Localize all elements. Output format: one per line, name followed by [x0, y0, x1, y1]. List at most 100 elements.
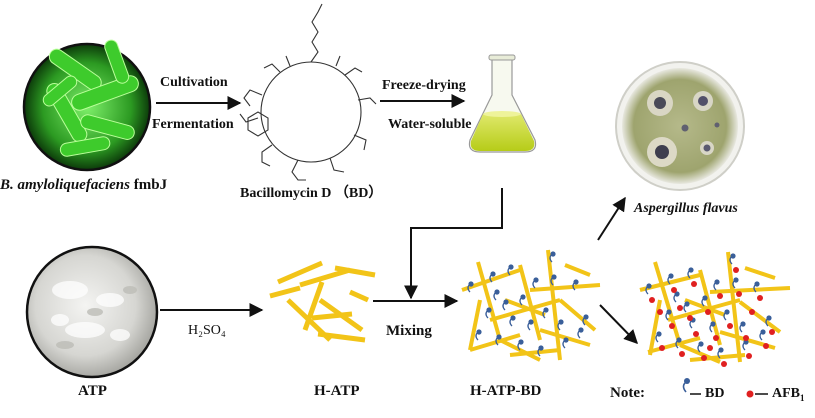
- afb1-network-rod: [709, 286, 791, 294]
- bd-molecule-head: [698, 341, 704, 347]
- label-cultivation: Cultivation: [160, 75, 228, 90]
- bd-molecule-head: [490, 271, 496, 277]
- afb1-molecule: [757, 295, 763, 301]
- h-atp-rod: [348, 289, 370, 303]
- afb1-network-rod: [689, 353, 746, 362]
- legend-bd-label: BD: [705, 386, 725, 401]
- label-acid: H₂SO₄: [188, 323, 226, 338]
- bd-molecule-head: [710, 321, 716, 327]
- legend-afb1-icon: [746, 390, 768, 398]
- h-atp-rod: [299, 267, 351, 288]
- afb1-molecule: [749, 309, 755, 315]
- afb1-network-rod: [684, 298, 726, 317]
- bd-molecule-head: [508, 264, 514, 270]
- label-h-atp-bd: H-ATP-BD: [470, 383, 542, 399]
- h-atp-bd-rod: [489, 298, 561, 322]
- h-atp-rod: [311, 311, 353, 321]
- bd-molecule-head: [668, 273, 674, 279]
- label-bacillomycin: Bacillomycin D （BD）: [240, 186, 383, 201]
- h-atp-bd-rod: [558, 298, 597, 332]
- bd-molecule-head: [510, 315, 516, 321]
- bd-molecule-head: [766, 315, 772, 321]
- afb1-molecule: [691, 281, 697, 287]
- bd-molecule-head: [718, 347, 724, 353]
- afb1-molecule: [687, 315, 693, 321]
- afb1-molecule: [705, 309, 711, 315]
- h-atp-rods: [269, 260, 376, 343]
- bd-molecule-head: [563, 337, 569, 343]
- bacteria-image: [22, 39, 152, 172]
- bd-molecule-head: [760, 329, 766, 335]
- h-atp-bd-rod: [509, 348, 561, 357]
- label-atp: ATP: [78, 383, 107, 399]
- bd-molecule-head: [573, 279, 579, 285]
- bd-molecule-head: [520, 294, 526, 300]
- afb1-molecule: [693, 331, 699, 337]
- label-h-atp: H-ATP: [314, 383, 360, 399]
- afb1-molecule: [657, 309, 663, 315]
- bd-molecule-head: [528, 319, 534, 325]
- h-atp-bd-network: [461, 249, 601, 362]
- bd-molecule-head: [558, 319, 564, 325]
- afb1-bound-network: [639, 251, 791, 367]
- afb1-molecule: [701, 355, 707, 361]
- afb1-network-rod: [653, 261, 682, 346]
- afb1-molecule: [746, 353, 752, 359]
- bd-molecule-head: [656, 331, 662, 337]
- bd-molecule-head: [503, 299, 509, 305]
- afb1-molecule: [736, 291, 742, 297]
- bd-molecule-head: [730, 253, 736, 259]
- bd-molecule-head: [551, 274, 557, 280]
- bd-molecule-head: [550, 251, 556, 257]
- afb1-network-rod: [744, 266, 776, 280]
- label-bacterium-species: B. amyloliquefaciens: [0, 177, 130, 193]
- bd-molecule-head: [724, 309, 730, 315]
- petri-dish-image: [615, 61, 745, 191]
- afb1-network-rod: [667, 298, 741, 322]
- afb1-molecule: [677, 305, 683, 311]
- label-aspergillus: Aspergillus flavus: [634, 201, 738, 216]
- h-atp-rod: [302, 281, 325, 331]
- h-atp-rod: [334, 265, 376, 278]
- bd-molecule-head: [543, 307, 549, 313]
- atp-image: [25, 245, 159, 379]
- h-atp-bd-rod: [476, 261, 502, 341]
- legend-afb1-label: AFB1: [772, 387, 805, 403]
- bd-molecule-head: [486, 307, 492, 313]
- bd-molecule-head: [714, 279, 720, 285]
- afb1-network-rod: [726, 251, 742, 363]
- label-bacterium: B. amyloliquefaciens fmbJ: [0, 178, 167, 193]
- bacillomycin-structure: [239, 3, 377, 181]
- label-freeze-drying: Freeze-drying: [382, 78, 466, 93]
- afb1-molecule: [713, 335, 719, 341]
- h-atp-bd-rod: [539, 328, 591, 347]
- h-atp-bd-rod: [469, 333, 521, 352]
- bd-molecule-head: [676, 337, 682, 343]
- afb1-molecule: [769, 329, 775, 335]
- bd-molecule-head: [688, 267, 694, 273]
- bd-molecule-head: [578, 327, 584, 333]
- h-atp-bd-rod: [518, 264, 542, 341]
- afb1-molecule: [679, 351, 685, 357]
- h-atp-rod: [277, 260, 323, 285]
- bd-molecule-head: [684, 301, 690, 307]
- afb1-molecule: [733, 267, 739, 273]
- arrow-flask-to-mixing: [404, 188, 503, 300]
- bd-molecule-head: [740, 321, 746, 327]
- h-atp-bd-rod: [504, 298, 546, 317]
- label-mixing: Mixing: [386, 323, 432, 339]
- afb1-molecule: [707, 345, 713, 351]
- arrow-to-aspergillus: [597, 196, 626, 241]
- bd-molecule-head: [533, 277, 539, 283]
- afb1-molecule: [717, 293, 723, 299]
- bd-molecule-head: [733, 277, 739, 283]
- bd-molecule-head: [674, 291, 680, 297]
- afb1-molecule: [669, 323, 675, 329]
- h-atp-rod: [269, 285, 301, 299]
- label-fermentation: Fermentation: [152, 117, 234, 132]
- bd-molecule-head: [538, 345, 544, 351]
- bd-molecule-head: [518, 339, 524, 345]
- bd-molecule-head: [666, 309, 672, 315]
- afb1-molecule: [763, 343, 769, 349]
- bd-molecule-head: [468, 281, 474, 287]
